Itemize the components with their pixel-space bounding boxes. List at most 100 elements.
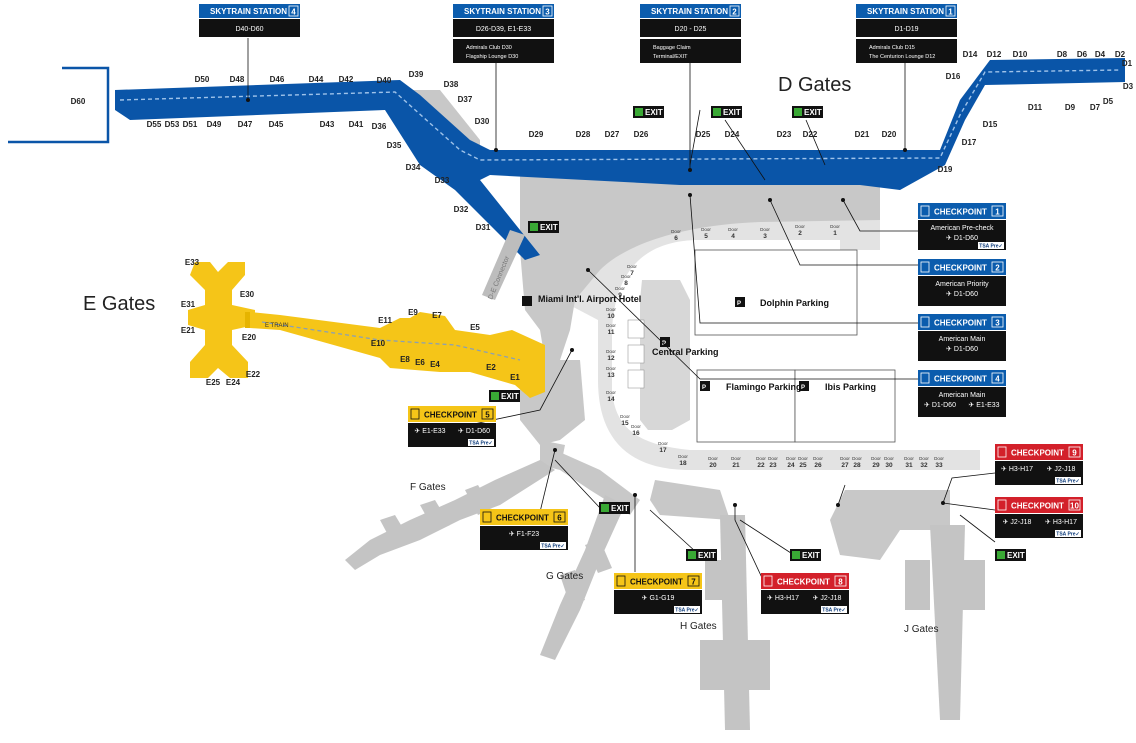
d-gate-label: D45	[269, 120, 284, 129]
d-gate-label: D44	[309, 75, 324, 84]
landside-area	[560, 215, 980, 470]
d-gate-label: D24	[725, 130, 740, 139]
checkpoint-name: CHECKPOINT	[934, 319, 987, 328]
svg-text:P: P	[801, 385, 805, 391]
d-concourse	[8, 58, 1125, 260]
d-gate-label: D34	[406, 163, 421, 172]
e-gate-label: E33	[185, 258, 200, 267]
exit-sign: EXIT	[489, 390, 520, 402]
e-gate-label: E10	[371, 339, 386, 348]
exit-sign: EXIT	[633, 106, 664, 118]
exit-label: EXIT	[698, 551, 716, 560]
station-amenity: Flagship Lounge D30	[466, 54, 518, 60]
checkpoint-gates: ✈ D1-D60	[946, 346, 978, 353]
d-gate-label: D12	[987, 50, 1002, 59]
exit-sign: EXIT	[686, 549, 717, 561]
station-amenity: The Centurion Lounge D12	[869, 54, 935, 60]
d-gate-label: D48	[230, 75, 245, 84]
checkpoint-number: 2	[995, 264, 1000, 273]
checkpoint-gates: ✈ D1-D60	[946, 235, 978, 242]
checkpoint-gates: ✈ D1-D60	[458, 428, 490, 435]
d-gate-label: D9	[1065, 103, 1076, 112]
d-gate-label: D14	[963, 50, 978, 59]
station-amenity: Terminal/EXIT	[653, 54, 688, 60]
e-concourse	[188, 262, 545, 398]
e-gates-label: E Gates	[83, 293, 155, 315]
checkpoint-desc: American Main	[939, 336, 986, 343]
d-e-connector: D-E Connector	[482, 230, 525, 301]
f-gates-pier	[345, 460, 555, 570]
d-gate-label: D23	[777, 130, 792, 139]
exit-label: EXIT	[723, 108, 741, 117]
d-gate-label: D40	[377, 76, 392, 85]
d-gate-label: D19	[938, 165, 953, 174]
d-gate-label: D46	[270, 75, 285, 84]
d-gate-label: D38	[444, 80, 459, 89]
d-gate-label: D11	[1028, 103, 1043, 112]
tsa-precheck-badge: TSA Pre✓	[979, 244, 1002, 250]
checkpoint-gates: ✈ H3-H17	[1045, 519, 1077, 526]
station-gates: D40-D60	[235, 26, 263, 33]
checkpoint-name: CHECKPOINT	[934, 208, 987, 217]
g-gates-pier	[540, 495, 625, 660]
e-gate-label: E24	[226, 378, 241, 387]
checkpoint-name: CHECKPOINT	[777, 578, 830, 587]
exit-sign: EXIT	[711, 106, 742, 118]
g-gates-label: G Gates	[546, 571, 583, 582]
d-gate-label: D31	[476, 223, 491, 232]
parking-ibis: Ibis Parking	[825, 382, 876, 392]
station-gates: D20 - D25	[675, 26, 707, 33]
f-gates-label: F Gates	[410, 482, 446, 493]
checkpoint-gates: ✈ D1-D60	[924, 402, 956, 409]
tsa-precheck-badge: TSA Pre✓	[1056, 532, 1079, 538]
tsa-precheck-badge: TSA Pre✓	[822, 608, 845, 614]
checkpoint-gates: ✈ E1-E33	[968, 402, 999, 409]
checkpoint-desc: American Priority	[935, 281, 989, 288]
checkpoint-name: CHECKPOINT	[424, 411, 477, 420]
d-gate-label: D35	[387, 141, 402, 150]
station-number: 2	[732, 8, 737, 17]
exit-sign: EXIT	[790, 549, 821, 561]
d-gate-label: D60	[71, 97, 86, 106]
station-gates: D26-D39, E1-E33	[476, 26, 531, 33]
e-gate-label: E9	[408, 308, 418, 317]
station-name: SKYTRAIN STATION	[210, 7, 287, 16]
d-gate-label: D53	[165, 120, 180, 129]
exit-sign: EXIT	[792, 106, 823, 118]
station-number: 4	[291, 8, 296, 17]
exit-sign: EXIT	[528, 221, 559, 233]
d-gate-label: D26	[634, 130, 649, 139]
e-gate-label: E21	[181, 326, 196, 335]
station-number: 1	[948, 8, 953, 17]
station-amenity: Admirals Club D15	[869, 45, 915, 51]
tsa-precheck-badge: TSA Pre✓	[541, 544, 564, 550]
checkpoint-gates: ✈ F1-F23	[509, 531, 539, 538]
d-gate-label: D30	[475, 117, 490, 126]
j-gates-pier	[905, 525, 985, 720]
d-gate-label: D16	[946, 72, 961, 81]
